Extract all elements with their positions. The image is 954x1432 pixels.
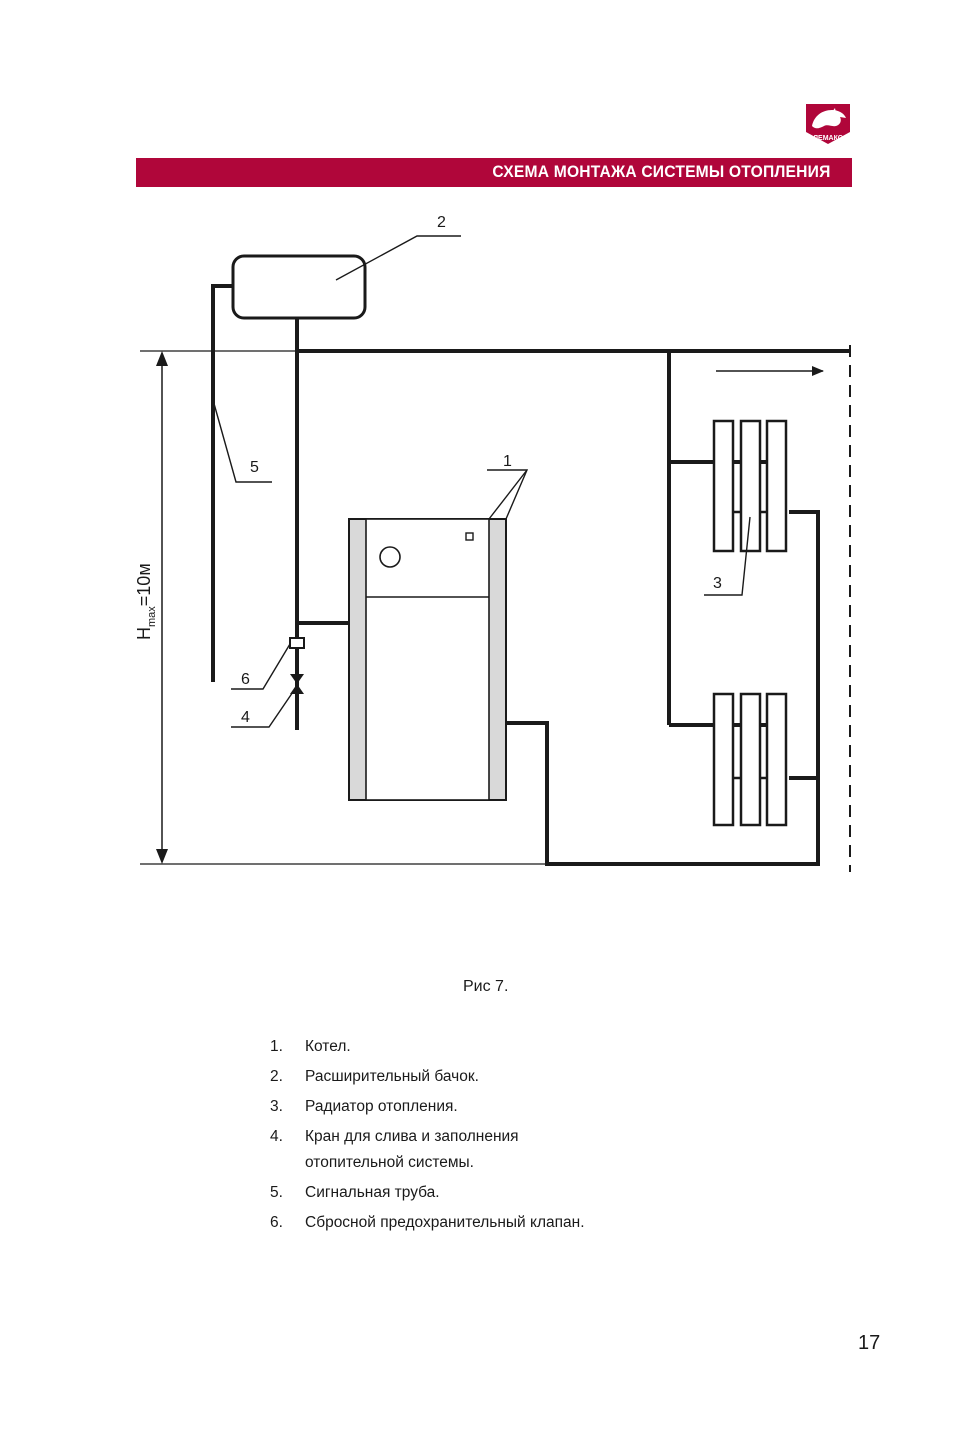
- callout-2: 2: [437, 214, 446, 231]
- legend-item: 4. Кран для слива и заполнения отопитель…: [270, 1128, 519, 1171]
- callout-leader-5: [212, 399, 272, 483]
- callout-leader-3: [704, 516, 751, 596]
- callout-5: 5: [250, 459, 259, 476]
- callout-3: 3: [713, 575, 722, 592]
- radiator-upper: [712, 419, 788, 553]
- return-pipe: [506, 510, 820, 866]
- boiler-indicator-icon: [465, 532, 474, 541]
- legend-item: 6. Сбросной предохранительный клапан.: [270, 1214, 585, 1231]
- legend-list: 1. Котел. 2. Расширительный бачок. 3. Ра…: [270, 1034, 585, 1240]
- height-label: Hmax=10м: [134, 563, 158, 640]
- section-banner: СХЕМА МОНТАЖА СИСТЕМЫ ОТОПЛЕНИЯ: [136, 158, 852, 187]
- drain-tap-icon: [290, 674, 304, 694]
- lemaks-logo: ЛЕМАКС: [806, 104, 850, 144]
- legend-item: 5. Сигнальная труба.: [270, 1184, 440, 1201]
- boiler-gauge-icon: [379, 546, 401, 568]
- logo-text: ЛЕМАКС: [813, 135, 843, 142]
- section-title: СХЕМА МОНТАЖА СИСТЕМЫ ОТОПЛЕНИЯ: [491, 162, 830, 181]
- legend-item: 1. Котел.: [270, 1038, 351, 1055]
- safety-valve: [289, 637, 305, 649]
- legend-item: 3. Радиатор отопления.: [270, 1098, 458, 1115]
- callout-leader-2: [335, 235, 461, 281]
- callout-leader-6: [231, 643, 291, 690]
- legend-item: 2. Расширительный бачок.: [270, 1068, 479, 1085]
- callout-4: 4: [241, 709, 250, 726]
- signal-pipe: [211, 284, 233, 682]
- boiler: [348, 518, 507, 801]
- radiator-lower: [712, 692, 788, 827]
- expansion-tank: [231, 254, 367, 320]
- callout-6: 6: [241, 671, 250, 688]
- callout-leader-4: [231, 685, 298, 728]
- height-dimension: [140, 350, 547, 865]
- callout-1: 1: [503, 453, 512, 470]
- heating-installation-diagram: Hmax=10м: [134, 214, 851, 872]
- figure-caption: Рис 7.: [463, 978, 509, 995]
- page-number: 17: [858, 1332, 881, 1354]
